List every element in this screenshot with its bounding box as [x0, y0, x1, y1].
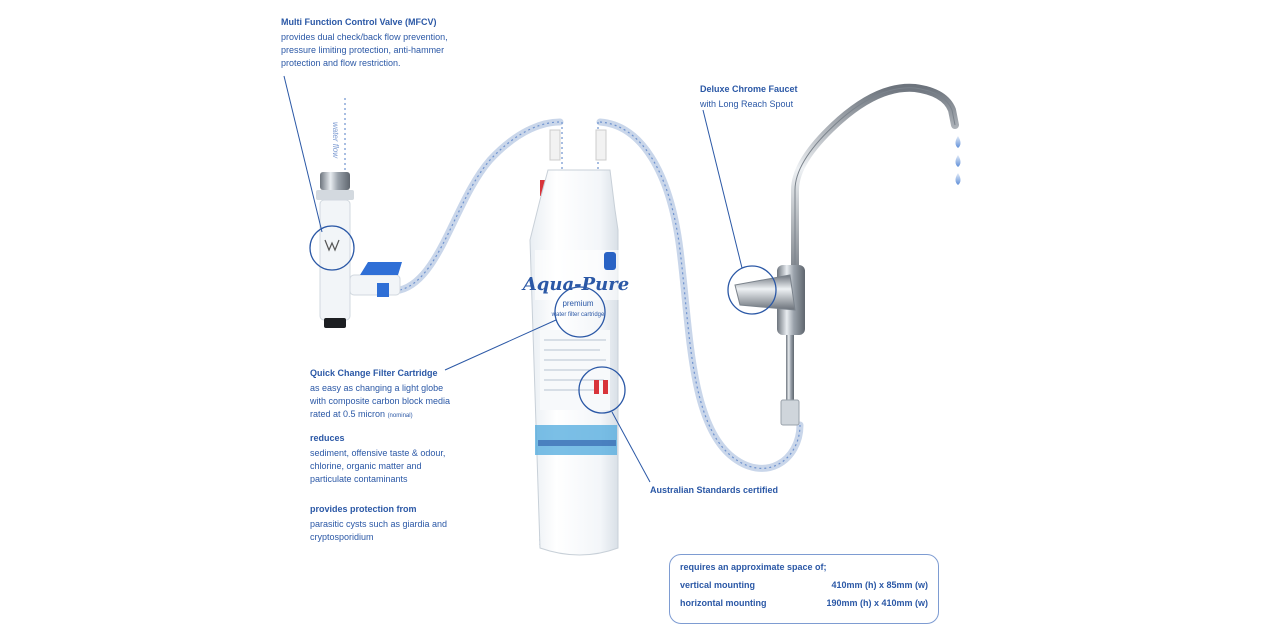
reduces-heading: reduces: [310, 433, 345, 443]
reduces-line: particulate contaminants: [310, 474, 408, 484]
mfcv-line: pressure limiting protection, anti-hamme…: [281, 45, 445, 55]
chrome-faucet: [727, 83, 959, 426]
faucet-heading: Deluxe Chrome Faucet: [700, 84, 798, 94]
micron-line: rated at 0.5 micron: [310, 409, 386, 419]
cartridge-heading: Quick Change Filter Cartridge: [310, 368, 438, 378]
protection-heading: provides protection from: [310, 504, 417, 514]
mfcv-label: Multi Function Control Valve (MFCV) prov…: [281, 16, 501, 70]
cartridge-brand: Aqua-Pure: [521, 274, 629, 295]
cartridge-label: Quick Change Filter Cartridge as easy as…: [310, 367, 500, 423]
cartridge-micron: rated at 0.5 micron (nominal): [310, 408, 500, 423]
space-row: vertical mounting 410mm (h) x 85mm (w): [680, 580, 928, 590]
space-title: requires an approximate space of;: [680, 562, 827, 572]
flow-label: water flow: [331, 122, 340, 159]
faucet-subline: with Long Reach Spout: [700, 99, 794, 109]
cartridge-line: with composite carbon block media: [310, 396, 451, 406]
leader-lines: [283, 75, 743, 483]
mfcv-heading: Multi Function Control Valve (MFCV): [281, 17, 437, 27]
water-drops: [955, 136, 961, 185]
space-row-label: horizontal mounting: [680, 598, 767, 608]
reduces-line: chlorine, organic matter and: [310, 461, 422, 471]
cartridge-line: as easy as changing a light globe: [310, 383, 444, 393]
reduces-line: sediment, offensive taste & odour,: [310, 448, 446, 458]
standards-label: Australian Standards certified: [650, 484, 830, 499]
protection-line: parasitic cysts such as giardia and: [310, 519, 448, 529]
control-valve: [309, 172, 402, 328]
cartridge-product-desc: water filter cartridge: [551, 312, 605, 318]
micron-note: (nominal): [387, 413, 413, 419]
protection-line: cryptosporidium: [310, 532, 374, 542]
standards-text: Australian Standards certified: [650, 485, 779, 495]
space-row-label: vertical mounting: [680, 580, 756, 590]
space-requirements: requires an approximate space of; vertic…: [669, 554, 939, 624]
cartridge-product-name: premium: [562, 299, 593, 308]
space-row-value: 410mm (h) x 85mm (w): [831, 580, 928, 590]
space-row-value: 190mm (h) x 410mm (w): [826, 598, 928, 608]
faucet-label: Deluxe Chrome Faucet with Long Reach Spo…: [700, 83, 850, 111]
reduces-label: reduces sediment, offensive taste & odou…: [310, 432, 500, 486]
space-row: horizontal mounting 190mm (h) x 410mm (w…: [680, 598, 928, 608]
protection-label: provides protection from parasitic cysts…: [310, 503, 500, 544]
mfcv-line: protection and flow restriction.: [281, 58, 401, 68]
water-hose: [396, 118, 804, 472]
filter-cartridge: Aqua-Pure premium water filter cartridge: [521, 129, 629, 556]
mfcv-line: provides dual check/back flow prevention…: [281, 32, 448, 42]
